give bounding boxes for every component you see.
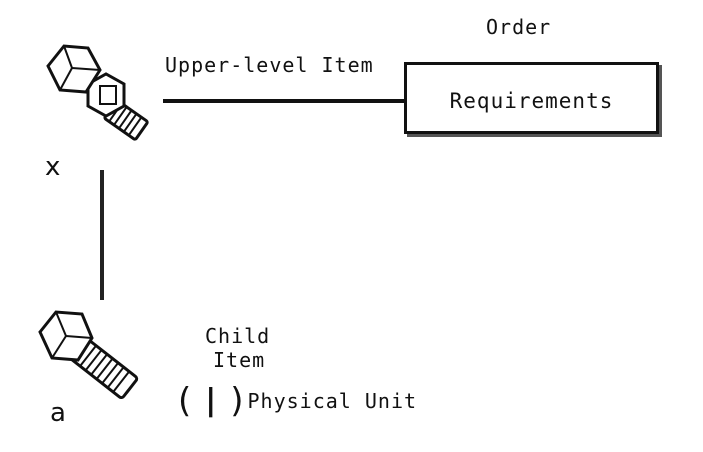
requirements-box: Requirements xyxy=(404,62,659,134)
item-a-label: a xyxy=(50,398,66,428)
physical-unit-label: Physical Unit xyxy=(247,389,418,413)
unit-symbol: | xyxy=(205,383,217,418)
bolt-and-nut-icon xyxy=(46,44,149,141)
bolt-icon xyxy=(38,310,139,400)
requirements-label: Requirements xyxy=(449,89,614,113)
physical-unit-row: ( | ) Physical Unit xyxy=(178,384,417,418)
upper-level-item-label: Upper-level Item xyxy=(165,53,374,77)
child-item-label-line2: Item xyxy=(213,348,266,372)
unit-paren-open: ( xyxy=(178,381,192,421)
unit-paren-close: ) xyxy=(230,381,244,421)
item-x-label: x xyxy=(45,152,61,182)
child-item-label-line1: Child xyxy=(205,324,271,348)
order-label: Order xyxy=(486,15,552,39)
